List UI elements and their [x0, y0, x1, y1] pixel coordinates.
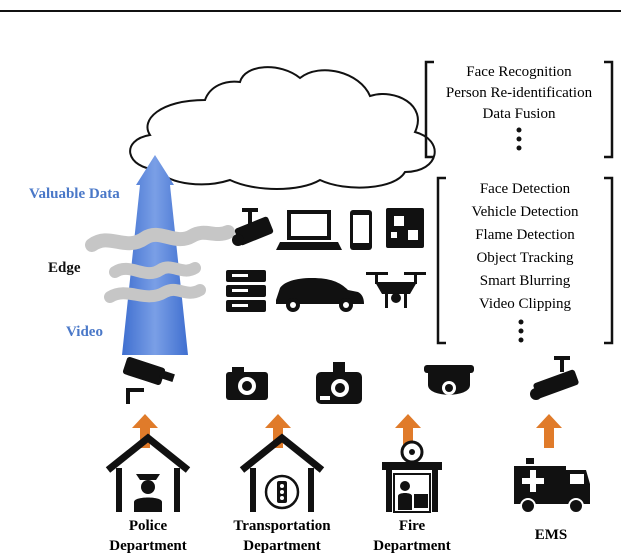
traffic-light-house-icon	[239, 433, 325, 512]
dept-line2: Department	[109, 538, 187, 554]
top-rule	[0, 10, 621, 12]
edge-tasks-bracket	[436, 176, 614, 345]
cloud-task: Face Recognition	[466, 64, 572, 80]
laptop-icon	[276, 210, 342, 250]
cloud-tasks-bracket	[424, 60, 614, 159]
edge-task: Vehicle Detection	[471, 204, 579, 220]
cctv-camera-icon	[530, 356, 579, 400]
fire-station-icon	[382, 440, 442, 513]
data-flow-arrow	[122, 155, 188, 355]
edge-task: Smart Blurring	[479, 273, 571, 289]
cloud-tasks-ellipsis	[516, 127, 522, 151]
police-department-label: Police Department	[78, 516, 218, 556]
transportation-department-label: Transportation Department	[212, 516, 352, 556]
edge-label: Edge	[48, 260, 81, 276]
ambulance-icon	[514, 458, 590, 514]
security-camera-icon	[232, 208, 274, 246]
edge-task: Object Tracking	[476, 250, 574, 266]
orange-arrows	[132, 414, 562, 448]
edge-task: Flame Detection	[475, 227, 575, 243]
dept-line1: EMS	[534, 527, 568, 543]
edge-tasks-ellipsis	[518, 319, 524, 343]
edge-fog	[85, 225, 235, 303]
car-icon	[276, 278, 364, 312]
edge-task: Face Detection	[479, 181, 571, 197]
cloud-icon	[129, 66, 436, 190]
dept-line1: Police	[128, 518, 168, 534]
drone-icon	[366, 272, 426, 308]
dept-line2: Department	[373, 538, 451, 554]
circuit-board-icon	[386, 208, 424, 248]
server-icon	[226, 270, 266, 312]
video-label: Video	[66, 324, 103, 340]
photo-camera-icon	[226, 367, 268, 400]
dept-line2: Department	[243, 538, 321, 554]
dept-line1: Fire	[398, 518, 426, 534]
dept-line1: Transportation	[233, 518, 331, 534]
cloud-task: Data Fusion	[482, 106, 556, 122]
edge-task: Video Clipping	[478, 296, 571, 312]
smartphone-icon	[350, 210, 372, 250]
dashcam-icon	[316, 362, 362, 404]
dome-camera-icon	[424, 365, 474, 395]
cloud-task: Person Re-identification	[445, 85, 593, 101]
cctv-camera-icon	[122, 357, 175, 404]
police-station-icon	[105, 433, 191, 512]
fire-department-label: Fire Department	[342, 516, 482, 556]
ems-label: EMS	[481, 525, 621, 545]
valuable-data-label: Valuable Data	[29, 186, 120, 202]
